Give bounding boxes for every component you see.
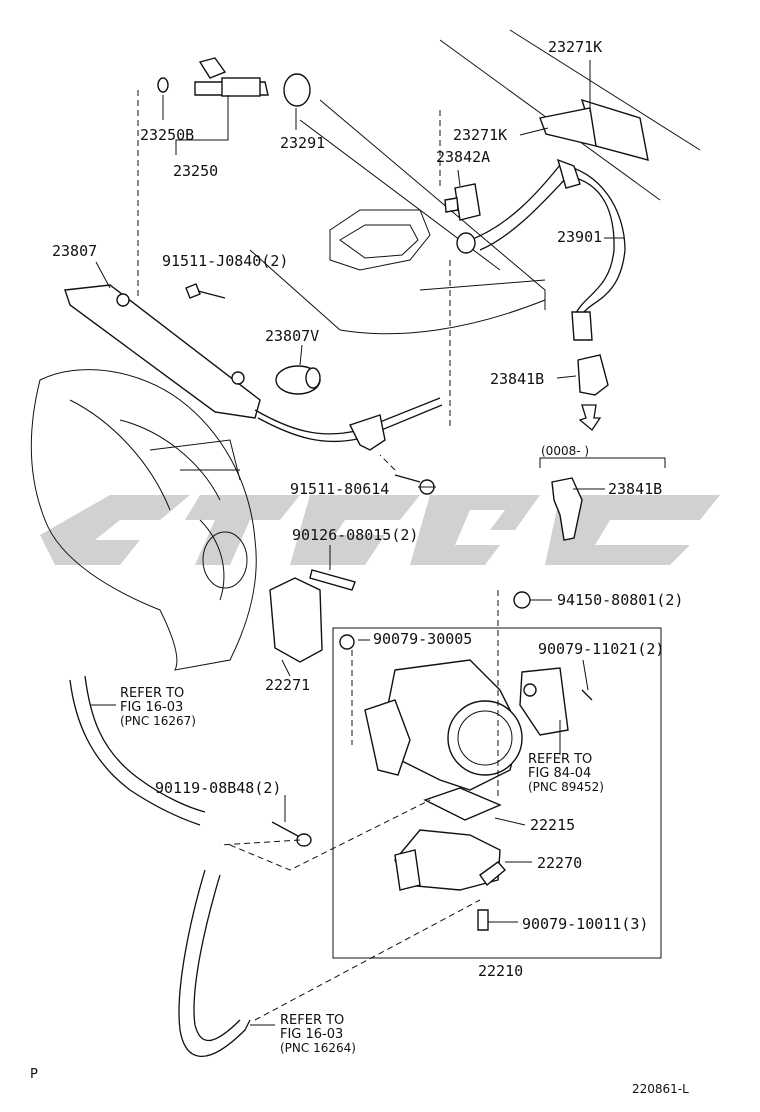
label-23250: 23250: [173, 162, 218, 180]
direction-arrow: [578, 404, 602, 431]
reference-note-2: REFER TO FIG 84-04 (PNC 89452): [528, 752, 604, 794]
idle-speed-control-valve: [394, 829, 506, 891]
label-90126-08015: 90126-08015(2): [292, 526, 418, 544]
throttle-position-sensor: [519, 667, 593, 736]
screw-90079-10011: [477, 909, 489, 931]
intake-manifold-outline: [30, 369, 257, 671]
reference-note-3-line1: REFER TO: [280, 1013, 344, 1028]
screw-90079-30005: [339, 634, 355, 650]
label-23841b-upper: 23841B: [490, 370, 544, 388]
label-22270: 22270: [537, 854, 582, 872]
label-90079-11021: 90079-11021(2): [538, 640, 664, 658]
label-94150-80801: 94150-80801(2): [557, 591, 683, 609]
label-22210: 22210: [478, 962, 523, 980]
label-90119-08b48: 90119-08B48(2): [155, 779, 281, 797]
label-91511-j0840: 91511-J0840(2): [162, 252, 288, 270]
screw-90119-08b48: [271, 821, 312, 847]
label-23291: 23291: [280, 134, 325, 152]
reference-note-1: REFER TO FIG 16-03 (PNC 16267): [120, 686, 196, 728]
label-23841b-lower: 23841B: [608, 480, 662, 498]
label-23271k: 23271K: [453, 126, 507, 144]
reference-note-1-line2: FIG 16-03: [120, 700, 183, 715]
gasket-22215: [423, 787, 502, 821]
label-23842a: 23842A: [436, 148, 490, 166]
collar-23807v: [275, 365, 321, 395]
reference-note-2-line3: (PNC 89452): [528, 780, 604, 794]
bolt-91511-j0840: [185, 283, 226, 299]
reference-note-3: REFER TO FIG 16-03 (PNC 16264): [280, 1013, 356, 1055]
leader-lines: [90, 60, 624, 1026]
watermark-logo: [40, 495, 720, 565]
water-bypass-hose-lower: [178, 869, 251, 1058]
fuel-rail: [64, 284, 443, 451]
fuel-hose: [456, 158, 626, 341]
bolt-91511-80614: [394, 474, 435, 495]
water-bypass-hose-upper: [69, 675, 206, 826]
throttle-body-assembly-box: [332, 627, 662, 959]
label-23807v: 23807V: [265, 327, 319, 345]
label-22215: 22215: [530, 816, 575, 834]
cushion-23842a: [444, 183, 481, 221]
label-90079-10011: 90079-10011(3): [522, 915, 648, 933]
throttle-body: [364, 659, 523, 791]
label-90079-30005: 90079-30005: [373, 630, 472, 648]
reference-note-3-line2: FIG 16-03: [280, 1027, 343, 1042]
date-bracket: [539, 457, 666, 468]
diagram-code: 220861-L: [632, 1082, 689, 1096]
label-23901: 23901: [557, 228, 602, 246]
label-23250b: 23250B: [140, 126, 194, 144]
reference-note-1-line3: (PNC 16267): [120, 714, 196, 728]
clamp-23841b-lower: [551, 477, 583, 541]
protector-23271k: [539, 98, 649, 161]
label-23271k-top: 23271K: [548, 38, 602, 56]
reference-note-3-line3: (PNC 16264): [280, 1041, 356, 1055]
corner-letter: P: [30, 1067, 38, 1082]
stud-90126-08015: [309, 569, 356, 591]
label-91511-80614: 91511-80614: [290, 480, 389, 498]
label-22271: 22271: [265, 676, 310, 694]
reference-note-2-line2: FIG 84-04: [528, 766, 591, 781]
insulator-23291: [283, 73, 311, 107]
reference-note-2-line1: REFER TO: [528, 752, 592, 767]
fuel-injector: [157, 57, 269, 97]
label-date-range: (0008- ): [541, 444, 589, 458]
nut-94150-80801: [513, 591, 531, 609]
label-23807: 23807: [52, 242, 97, 260]
engine-cover-outline: [249, 29, 701, 335]
reference-note-1-line1: REFER TO: [120, 686, 184, 701]
clamp-23841b-upper: [577, 354, 609, 396]
gasket-22271: [269, 577, 323, 663]
